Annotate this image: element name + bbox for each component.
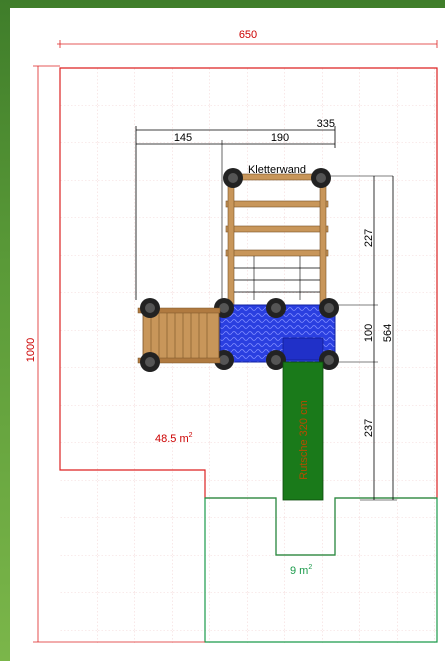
area-green-label: 9 m2 xyxy=(290,564,312,577)
slide: Rutsche 320 cm xyxy=(282,361,324,501)
platform xyxy=(214,298,339,370)
dim-650-label: 650 xyxy=(239,29,257,41)
dim-237-label: 237 xyxy=(363,419,375,437)
dim-structure: 335 145 190 xyxy=(135,118,336,300)
dim-564-label: 564 xyxy=(382,324,394,342)
wooden-deck xyxy=(137,298,221,372)
dim-100-label: 100 xyxy=(363,324,375,342)
kletterwand-label: Kletterwand xyxy=(248,164,306,176)
climbing-wall: Kletterwand xyxy=(223,164,331,307)
dim-vertical-right: 227 100 237 564 xyxy=(330,175,397,501)
dim-335-label: 335 xyxy=(317,118,335,130)
dim-total-width: 650 xyxy=(57,29,438,48)
dim-227-label: 227 xyxy=(363,229,375,247)
rutsche-label: Rutsche 320 cm xyxy=(298,400,310,479)
dim-145-label: 145 xyxy=(174,132,192,144)
dim-total-height: 1000 xyxy=(25,65,205,643)
area-red-label: 48.5 m2 xyxy=(155,432,193,445)
dim-1000-label: 1000 xyxy=(25,338,37,362)
area-outline-green xyxy=(204,497,438,643)
dim-190-label: 190 xyxy=(271,132,289,144)
